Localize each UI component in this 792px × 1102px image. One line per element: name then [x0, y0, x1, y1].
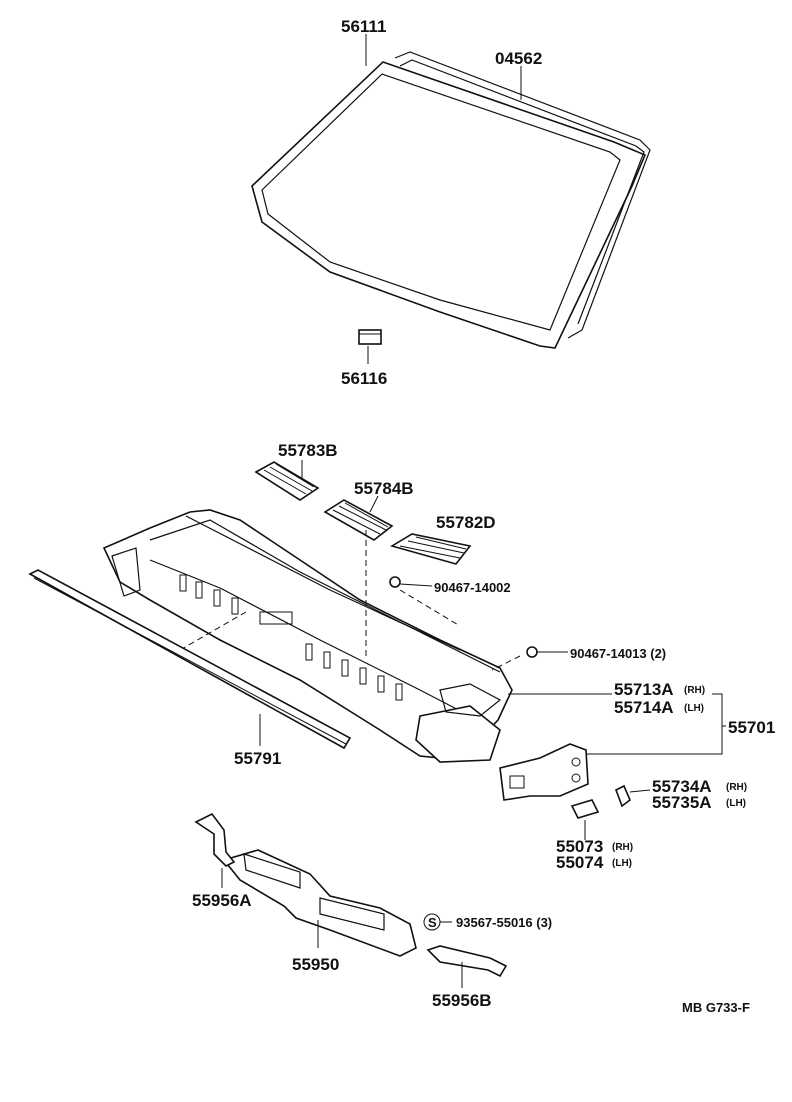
screw-symbol: S — [428, 915, 437, 930]
label-55735A-side: (LH) — [726, 798, 746, 809]
label-55956B: 55956B — [432, 991, 492, 1010]
louver-55783B — [254, 461, 320, 501]
label-55714A: 55714A — [614, 698, 674, 717]
label-55782D: 55782D — [436, 513, 496, 532]
ventilator-duct — [222, 849, 417, 957]
reference-code: MB G733-F — [682, 1000, 750, 1015]
windshield-glass — [251, 61, 647, 349]
spacer-block — [358, 329, 382, 345]
label-55073: 55073 — [556, 837, 603, 856]
side-bracket — [499, 743, 589, 801]
label-55735A: 55735A — [652, 793, 712, 812]
label-93567-55016: 93567-55016 (3) — [456, 915, 552, 930]
label-90467-14002: 90467-14002 — [434, 580, 511, 595]
label-55734A: 55734A — [652, 777, 712, 796]
label-55791: 55791 — [234, 749, 281, 768]
bolt-90467-14013 — [526, 646, 568, 658]
windshield-moulding — [394, 51, 651, 339]
weatherstrip — [28, 569, 352, 750]
label-55783B: 55783B — [278, 441, 338, 460]
label-56111: 56111 — [341, 17, 386, 36]
label-55073-side: (RH) — [612, 842, 633, 853]
hose-55956B — [426, 945, 508, 978]
bolt-90467-14002 — [389, 576, 433, 588]
label-55714A-side: (LH) — [684, 703, 704, 714]
louver-55782D — [389, 533, 472, 565]
label-04562: 04562 — [495, 49, 542, 68]
label-55074-side: (LH) — [612, 858, 632, 869]
label-55074: 55074 — [556, 853, 604, 872]
cowl-panel — [102, 509, 513, 763]
label-55713A-side: (RH) — [684, 685, 705, 696]
label-55701: 55701 — [728, 718, 775, 737]
clip-55734A — [614, 784, 651, 808]
label-55734A-side: (RH) — [726, 782, 747, 793]
label-90467-14013: 90467-14013 (2) — [570, 646, 666, 661]
label-55713A: 55713A — [614, 680, 674, 699]
seal-55073 — [570, 799, 600, 840]
label-55956A: 55956A — [192, 891, 252, 910]
label-55950: 55950 — [292, 955, 339, 974]
screw-symbol-circle — [423, 913, 441, 931]
louver-55784B — [323, 499, 394, 541]
label-55784B: 55784B — [354, 479, 414, 498]
hose-55956A — [194, 812, 236, 867]
label-56116: 56116 — [341, 369, 387, 388]
